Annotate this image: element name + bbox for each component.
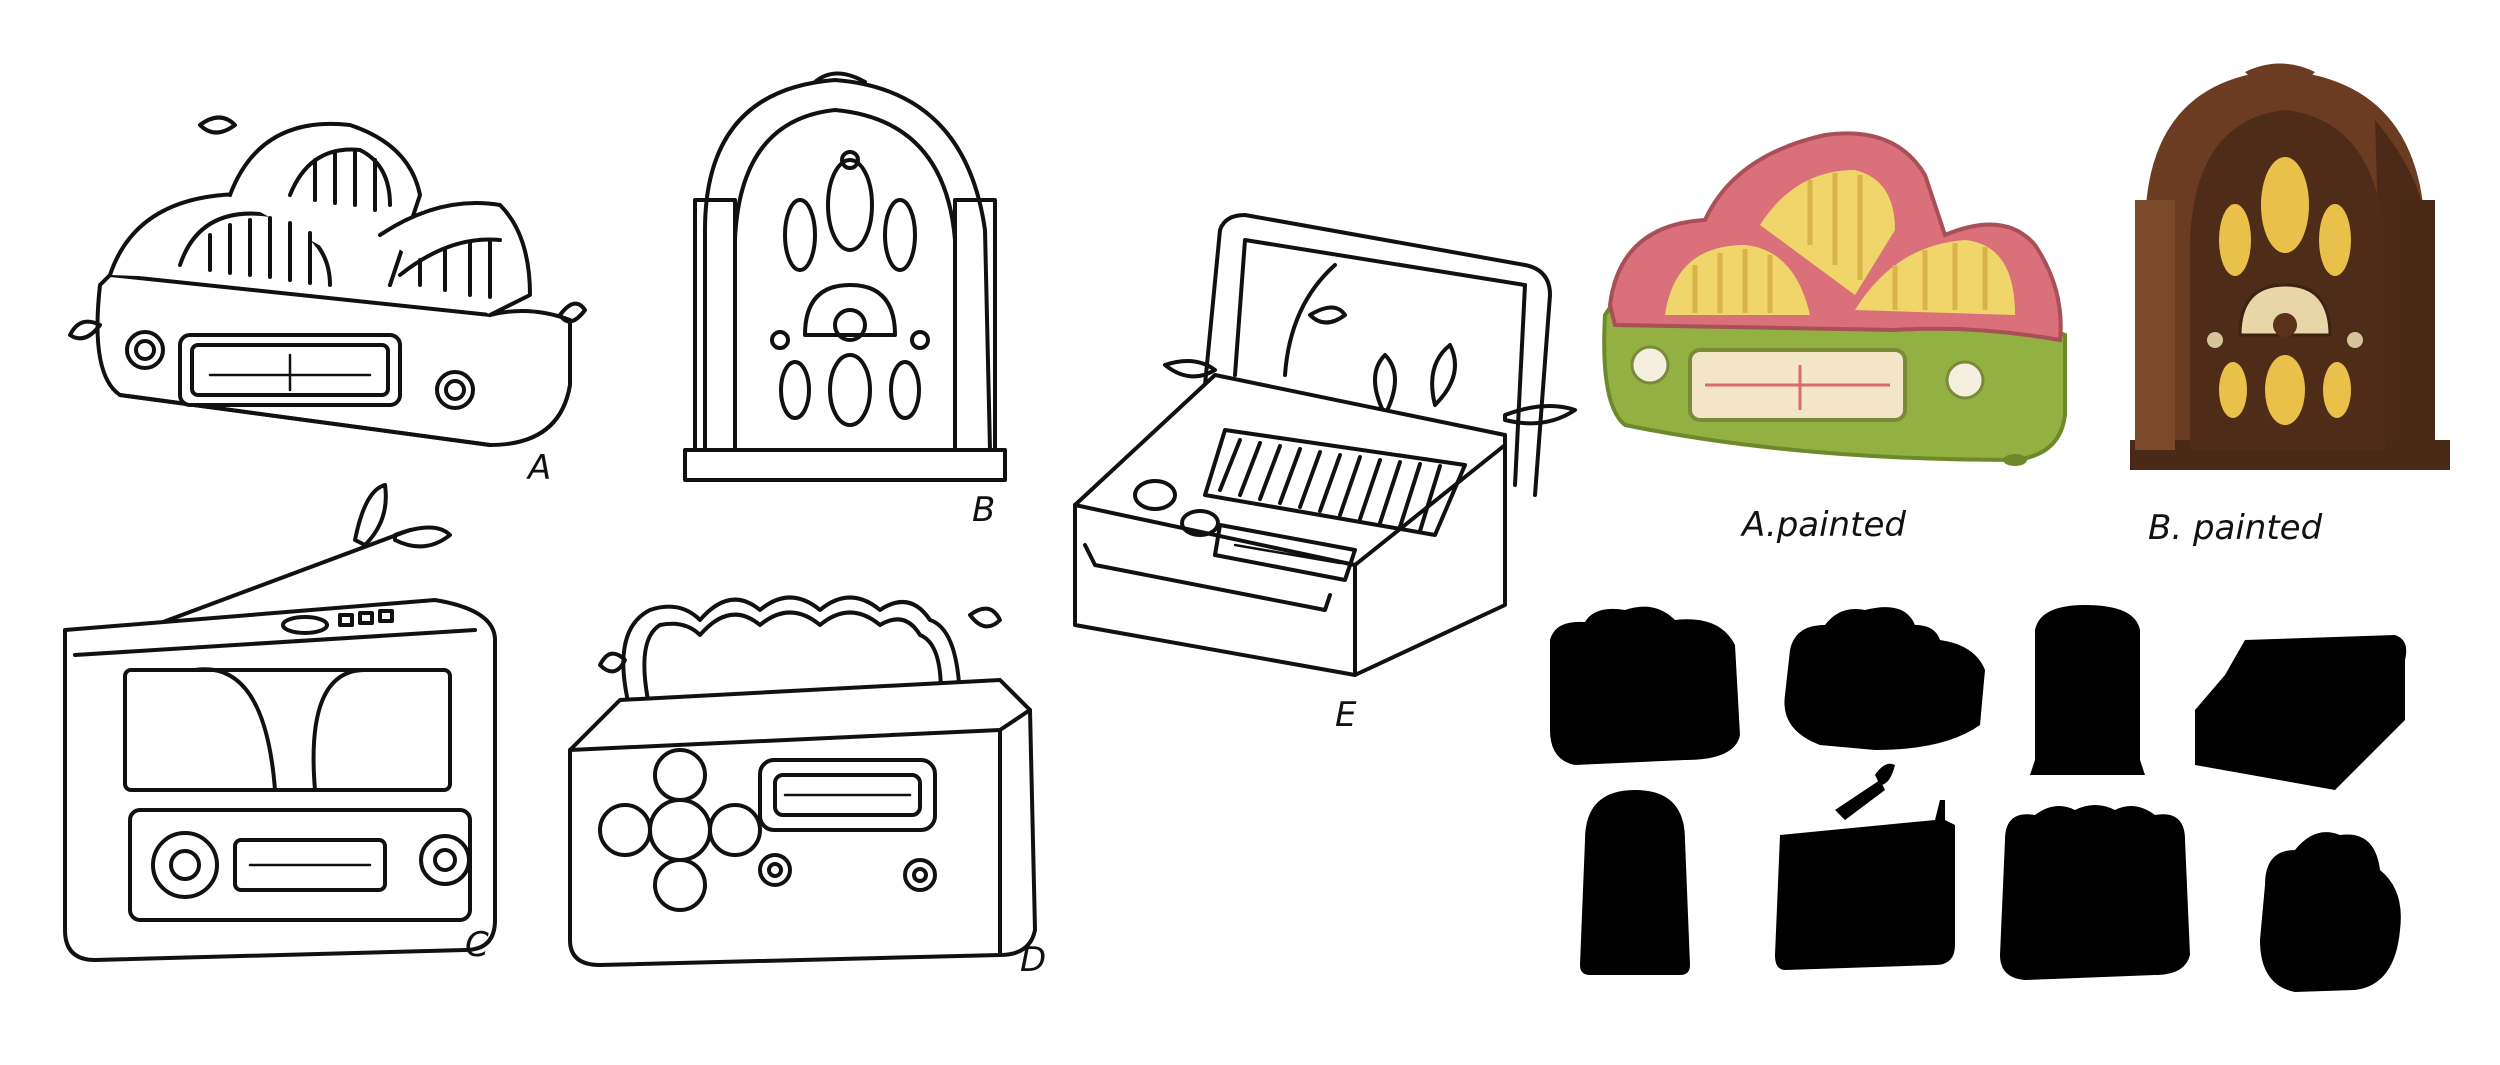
silhouette-5 bbox=[1580, 790, 1690, 975]
sketch-radio-e bbox=[1055, 205, 1585, 685]
sketch-c-label: C bbox=[465, 925, 489, 965]
silhouette-2 bbox=[1784, 607, 1985, 750]
sketch-radio-c bbox=[55, 480, 510, 975]
silhouette-1 bbox=[1550, 606, 1740, 765]
silhouette-7 bbox=[2000, 805, 2190, 980]
sketch-radio-d bbox=[560, 570, 1045, 985]
painted-radio-b bbox=[2115, 60, 2455, 480]
painted-b-caption: B. painted bbox=[2148, 508, 2323, 548]
silhouette-3 bbox=[2030, 605, 2145, 775]
sketch-radio-a bbox=[60, 85, 587, 465]
silhouette-8 bbox=[2260, 832, 2401, 992]
painted-a-caption: A.painted bbox=[1742, 505, 1906, 545]
sketch-e-label: E bbox=[1335, 695, 1357, 735]
painted-radio-a bbox=[1595, 115, 2070, 470]
sketch-radio-b bbox=[665, 70, 1025, 500]
silhouette-grid bbox=[1545, 600, 2410, 1000]
silhouette-4 bbox=[2195, 635, 2407, 790]
sketch-b-label: B bbox=[972, 490, 996, 530]
silhouette-6 bbox=[1775, 763, 1955, 970]
sketch-a-label: A bbox=[528, 448, 552, 488]
sketch-d-label: D bbox=[1020, 940, 1047, 980]
